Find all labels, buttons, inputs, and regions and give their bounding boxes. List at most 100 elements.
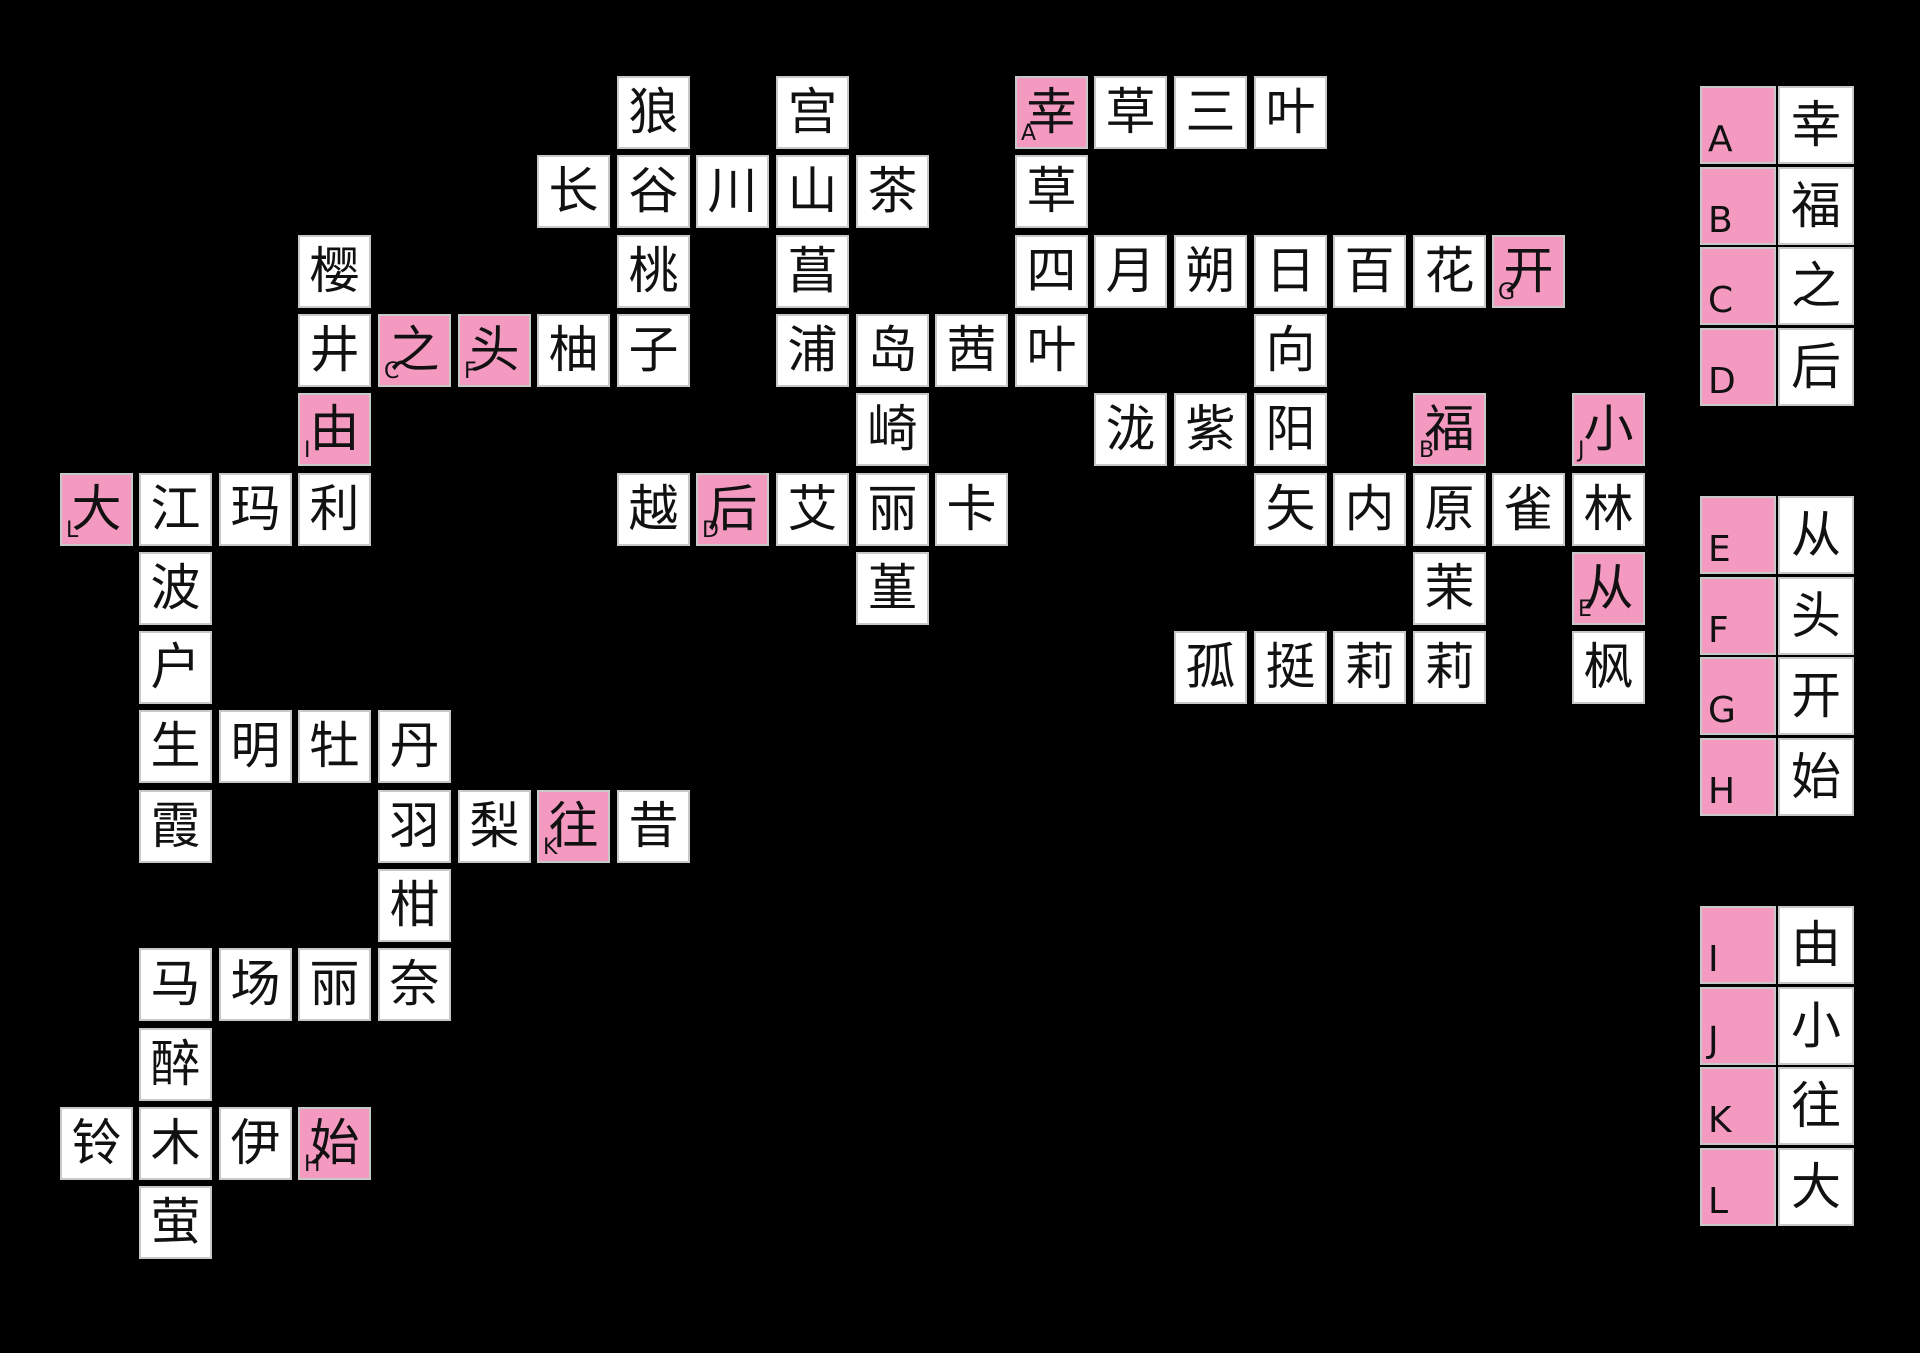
- grid-cell[interactable]: 丽: [856, 473, 929, 546]
- cell-character: 茜: [946, 321, 997, 379]
- grid-cell[interactable]: 玛: [219, 473, 292, 546]
- grid-cell[interactable]: 矢: [1254, 473, 1327, 546]
- cell-character: 内: [1344, 480, 1395, 538]
- grid-cell[interactable]: 菖: [776, 235, 849, 308]
- grid-cell[interactable]: 莉: [1333, 631, 1406, 704]
- cell-character: 挺: [1265, 638, 1316, 696]
- cell-character: 户: [150, 638, 201, 696]
- grid-cell[interactable]: 卡: [935, 473, 1008, 546]
- grid-cell[interactable]: 茉: [1413, 552, 1486, 625]
- cell-character: 卡: [946, 480, 997, 538]
- cell-character: 始: [309, 1114, 360, 1172]
- grid-cell[interactable]: 狼: [617, 76, 690, 149]
- grid-cell[interactable]: 草: [1094, 76, 1167, 149]
- grid-cell[interactable]: 生: [139, 710, 212, 783]
- grid-cell[interactable]: 昔: [617, 790, 690, 863]
- grid-cell[interactable]: 伊: [219, 1107, 292, 1180]
- grid-cell[interactable]: 枫: [1572, 631, 1645, 704]
- cell-character: 百: [1344, 242, 1395, 300]
- grid-cell[interactable]: 叶: [1015, 314, 1088, 387]
- grid-cell[interactable]: 紫: [1174, 393, 1247, 466]
- grid-cell[interactable]: 茜: [935, 314, 1008, 387]
- grid-cell[interactable]: 场: [219, 948, 292, 1021]
- grid-cell[interactable]: 利: [298, 473, 371, 546]
- key-letter: A: [1708, 119, 1733, 160]
- cell-character: 柚: [548, 321, 599, 379]
- grid-cell[interactable]: 波: [139, 552, 212, 625]
- grid-cell[interactable]: 井: [298, 314, 371, 387]
- grid-cell[interactable]: 茶: [856, 155, 929, 228]
- grid-cell[interactable]: 花: [1413, 235, 1486, 308]
- grid-cell[interactable]: 艾: [776, 473, 849, 546]
- grid-cell[interactable]: 泷: [1094, 393, 1167, 466]
- cell-character: 崎: [867, 400, 918, 458]
- grid-cell[interactable]: 木: [139, 1107, 212, 1180]
- grid-cell[interactable]: 樱: [298, 235, 371, 308]
- grid-cell[interactable]: 莉: [1413, 631, 1486, 704]
- grid-cell[interactable]: 百: [1333, 235, 1406, 308]
- grid-cell[interactable]: 朔: [1174, 235, 1247, 308]
- grid-cell[interactable]: 岛: [856, 314, 929, 387]
- grid-cell[interactable]: 阳: [1254, 393, 1327, 466]
- grid-cell[interactable]: 长: [537, 155, 610, 228]
- grid-cell[interactable]: 月: [1094, 235, 1167, 308]
- grid-cell[interactable]: 三: [1174, 76, 1247, 149]
- grid-cell[interactable]: 奈: [378, 948, 451, 1021]
- cell-character: 羽: [389, 797, 440, 855]
- grid-cell[interactable]: 崎: [856, 393, 929, 466]
- grid-cell[interactable]: 羽: [378, 790, 451, 863]
- grid-cell[interactable]: 川: [696, 155, 769, 228]
- grid-cell[interactable]: 内: [1333, 473, 1406, 546]
- grid-cell[interactable]: 挺: [1254, 631, 1327, 704]
- grid-cell[interactable]: 草: [1015, 155, 1088, 228]
- grid-cell[interactable]: 桃: [617, 235, 690, 308]
- grid-cell[interactable]: 牡: [298, 710, 371, 783]
- grid-cell[interactable]: 丹: [378, 710, 451, 783]
- cell-tag-letter: F: [464, 359, 477, 384]
- grid-cell[interactable]: 萤: [139, 1186, 212, 1259]
- grid-cell[interactable]: 原: [1413, 473, 1486, 546]
- grid-cell[interactable]: 四: [1015, 235, 1088, 308]
- grid-cell[interactable]: 柚: [537, 314, 610, 387]
- grid-cell[interactable]: 雀: [1492, 473, 1565, 546]
- grid-cell[interactable]: 浦: [776, 314, 849, 387]
- grid-cell[interactable]: 叶: [1254, 76, 1327, 149]
- cell-tag-letter: A: [1021, 121, 1037, 146]
- grid-cell[interactable]: 霞: [139, 790, 212, 863]
- grid-cell[interactable]: 梨: [458, 790, 531, 863]
- grid-cell[interactable]: 宫: [776, 76, 849, 149]
- grid-cell[interactable]: 山: [776, 155, 849, 228]
- grid-cell[interactable]: 谷: [617, 155, 690, 228]
- grid-cell[interactable]: 丽: [298, 948, 371, 1021]
- grid-cell[interactable]: 子: [617, 314, 690, 387]
- grid-cell[interactable]: 日: [1254, 235, 1327, 308]
- grid-cell[interactable]: 铃: [60, 1107, 133, 1180]
- cell-character: 由: [309, 400, 360, 458]
- cell-character: 草: [1105, 83, 1156, 141]
- grid-cell[interactable]: 江: [139, 473, 212, 546]
- grid-cell[interactable]: 堇: [856, 552, 929, 625]
- grid-cell[interactable]: 户: [139, 631, 212, 704]
- grid-cell[interactable]: 明: [219, 710, 292, 783]
- grid-cell[interactable]: 马: [139, 948, 212, 1021]
- grid-cell[interactable]: 向: [1254, 314, 1327, 387]
- cell-character: 紫: [1185, 400, 1236, 458]
- grid-cell[interactable]: 林: [1572, 473, 1645, 546]
- grid-cell[interactable]: 孤: [1174, 631, 1247, 704]
- cell-character: 菖: [787, 242, 838, 300]
- grid-cell[interactable]: 柑: [378, 869, 451, 942]
- grid-cell[interactable]: 醉: [139, 1028, 212, 1101]
- grid-cell[interactable]: 越: [617, 473, 690, 546]
